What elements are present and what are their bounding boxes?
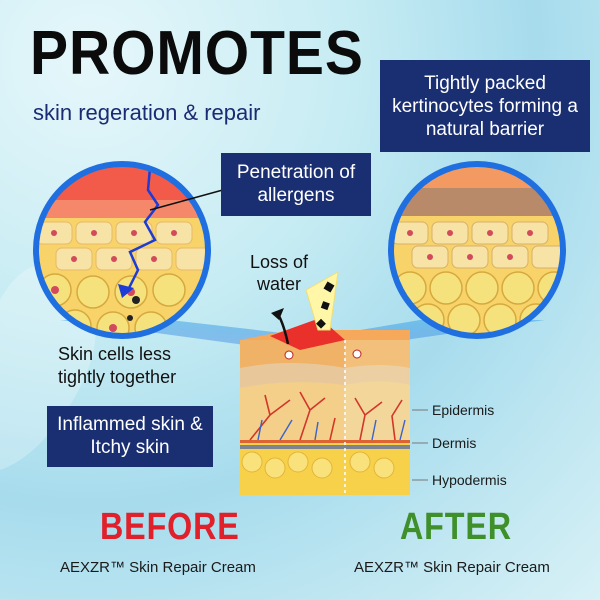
hypodermis-label: Hypodermis (432, 472, 507, 488)
after-magnified-skin (391, 164, 563, 336)
before-magnify-ring (33, 161, 211, 339)
after-callout-box: Tightly packed kertinocytes forming a na… (380, 60, 590, 152)
before-label: BEFORE (100, 506, 240, 548)
penetration-callout-box: Penetration of allergens (221, 153, 371, 216)
after-callout-text: Tightly packed kertinocytes forming a na… (392, 73, 578, 140)
subheadline: skin regeration & repair (33, 100, 261, 125)
inflamed-callout-box: Inflammed skin & Itchy skin (47, 406, 213, 467)
inflamed-callout-text: Inflammed skin & Itchy skin (57, 414, 203, 458)
allergen-particles (316, 281, 335, 329)
after-label: AFTER (400, 506, 512, 548)
after-magnify-ring (388, 161, 566, 339)
product-name-after: AEXZR™ Skin Repair Cream (354, 559, 550, 576)
loss-of-water-label: Loss of water (249, 252, 309, 294)
dermis-label: Dermis (432, 435, 477, 451)
epidermis-label: Epidermis (432, 402, 495, 418)
headline: PROMOTES (30, 19, 364, 88)
product-name-before: AEXZR™ Skin Repair Cream (60, 559, 256, 576)
before-magnified-skin (36, 164, 208, 336)
penetration-pointer (149, 187, 231, 211)
skin-block (240, 318, 410, 495)
penetration-callout-text: Penetration of allergens (236, 162, 356, 206)
cells-label: Skin cells less tightly together (58, 344, 177, 387)
